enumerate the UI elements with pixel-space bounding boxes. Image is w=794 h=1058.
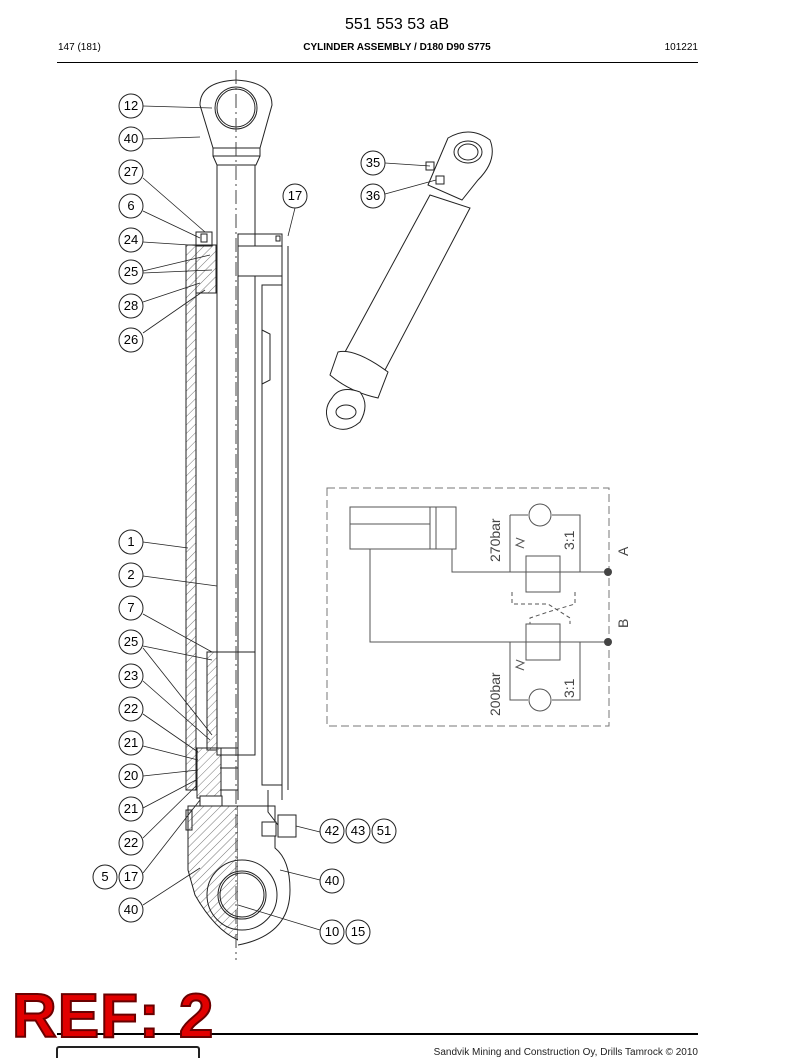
page-title: CYLINDER ASSEMBLY / D180 D90 S775 [303, 42, 491, 53]
svg-text:40: 40 [124, 131, 138, 146]
svg-text:27: 27 [124, 164, 138, 179]
footer-rule [57, 1033, 698, 1035]
callout-26: 26 [118, 327, 144, 353]
callout-20: 20 [118, 763, 144, 789]
svg-text:2: 2 [127, 567, 134, 582]
svg-text:15: 15 [351, 924, 365, 939]
callout-28: 28 [118, 293, 144, 319]
svg-text:21: 21 [124, 735, 138, 750]
callout-10: 10 [319, 919, 345, 945]
svg-text:7: 7 [127, 600, 134, 615]
hydraulic-schematic: 270bar 200bar 3:1 3:1 A B [326, 487, 631, 727]
cylinder-isometric-view [326, 131, 493, 430]
svg-text:24: 24 [124, 232, 138, 247]
callout-22-bottom: 22 [118, 830, 144, 856]
svg-text:25: 25 [124, 634, 138, 649]
svg-text:26: 26 [124, 332, 138, 347]
callout-43: 43 [345, 818, 371, 844]
revision-date: 101221 [664, 42, 698, 53]
callout-25-top: 25 [118, 259, 144, 285]
svg-text:36: 36 [366, 188, 380, 203]
ratio-b-label: 3:1 [561, 678, 577, 698]
callout-27: 27 [118, 159, 144, 185]
ref-stamp: REF: 2 [11, 982, 215, 1051]
svg-text:23: 23 [124, 668, 138, 683]
callout-5: 5 [92, 864, 118, 890]
svg-text:40: 40 [124, 902, 138, 917]
svg-text:17: 17 [124, 869, 138, 884]
callout-12: 12 [118, 93, 144, 119]
svg-text:21: 21 [124, 801, 138, 816]
ratio-a-label: 3:1 [561, 530, 577, 550]
callout-bubbles: 12 40 27 6 24 25 28 26 17 35 36 1 2 7 25… [92, 93, 397, 945]
callout-40-top: 40 [118, 126, 144, 152]
callout-21-top: 21 [118, 730, 144, 756]
callout-25-mid: 25 [118, 629, 144, 655]
page-number: 147 (181) [58, 42, 101, 53]
pressure-b-label: 200bar [487, 672, 503, 716]
callout-36: 36 [360, 183, 386, 209]
callout-23: 23 [118, 663, 144, 689]
leader-lines [142, 105, 437, 931]
callout-42: 42 [319, 818, 345, 844]
callout-21-bottom: 21 [118, 796, 144, 822]
svg-text:20: 20 [124, 768, 138, 783]
svg-text:22: 22 [124, 701, 138, 716]
callout-17-top: 17 [282, 183, 308, 209]
callout-17-bottom: 17 [118, 864, 144, 890]
callout-40-bottom-right: 40 [319, 868, 345, 894]
callout-24: 24 [118, 227, 144, 253]
callout-35: 35 [360, 150, 386, 176]
svg-text:35: 35 [366, 155, 380, 170]
svg-text:12: 12 [124, 98, 138, 113]
svg-text:5: 5 [101, 869, 108, 884]
svg-text:42: 42 [325, 823, 339, 838]
callout-2: 2 [118, 562, 144, 588]
callout-6: 6 [118, 193, 144, 219]
sandvik-logo [56, 1046, 200, 1058]
main-cylinder-section [185, 70, 297, 960]
callout-51: 51 [371, 818, 397, 844]
svg-text:6: 6 [127, 198, 134, 213]
svg-text:43: 43 [351, 823, 365, 838]
svg-text:10: 10 [325, 924, 339, 939]
pressure-a-label: 270bar [487, 518, 503, 562]
svg-text:1: 1 [127, 534, 134, 549]
svg-text:40: 40 [325, 873, 339, 888]
svg-text:51: 51 [377, 823, 391, 838]
callout-1: 1 [118, 529, 144, 555]
callout-22-top: 22 [118, 696, 144, 722]
svg-text:22: 22 [124, 835, 138, 850]
callout-40-bottom-left: 40 [118, 897, 144, 923]
callout-15: 15 [345, 919, 371, 945]
svg-text:25: 25 [124, 264, 138, 279]
svg-text:17: 17 [288, 188, 302, 203]
header-rule [57, 62, 698, 63]
svg-text:28: 28 [124, 298, 138, 313]
callout-7: 7 [118, 595, 144, 621]
document-number: 551 553 53 aB [344, 16, 450, 33]
port-a-label: A [615, 546, 631, 556]
port-b-label: B [615, 619, 631, 628]
